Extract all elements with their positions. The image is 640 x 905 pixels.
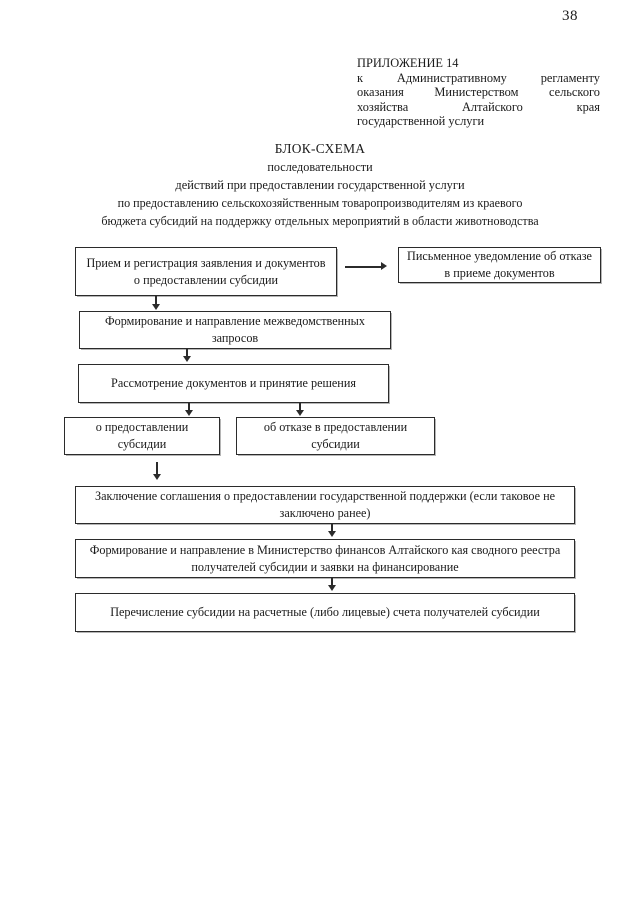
connector-intake-to-refusal [345,266,381,268]
connector-review-to-deny [299,403,301,411]
appendix-title: ПРИЛОЖЕНИЕ 14 [357,56,459,70]
arrowhead-review-to-deny [296,410,304,416]
flow-node-registry: Формирование и направление в Министерств… [75,539,575,578]
connector-intake-to-requests [155,296,157,305]
title-line-5: бюджета субсидий на поддержку отдельных … [101,214,539,228]
arrowhead-grant-to-agreement [153,474,161,480]
flow-node-refusal: Письменное уведомление об отказе в прием… [398,247,601,283]
document-title: БЛОК-СХЕМА последовательности действий п… [0,140,640,230]
flow-node-requests: Формирование и направление межведомствен… [79,311,391,349]
flow-node-agreement: Заключение соглашения о предоставлении г… [75,486,575,524]
flow-node-review: Рассмотрение документов и принятие решен… [78,364,389,403]
connector-grant-to-agreement [156,462,158,475]
title-line-1: БЛОК-СХЕМА [274,141,366,156]
connector-review-to-grant [188,403,190,411]
appendix-line-3: хозяйства Алтайского края [357,99,600,114]
appendix-line-2: оказания Министерством сельского [357,85,600,100]
flow-node-intake: Прием и регистрация заявления и документ… [75,247,337,296]
appendix-line-4: государственной услуги [357,114,485,129]
appendix-line-1: к Административному регламенту [357,70,600,85]
arrowhead-requests-to-review [183,356,191,362]
arrowhead-review-to-grant [185,410,193,416]
arrowhead-registry-to-transfer [328,585,336,591]
arrowhead-intake-to-requests [152,304,160,310]
arrowhead-agreement-to-registry [328,531,336,537]
flow-node-deny: об отказе в предоставлении субсидии [236,417,435,455]
page-number: 38 [562,8,578,24]
appendix-reference-block: ПРИЛОЖЕНИЕ 14 к Административному реглам… [357,56,600,129]
flow-node-grant: о предоставлении субсидии [64,417,220,455]
connector-requests-to-review [186,349,188,357]
connector-registry-to-transfer [331,578,333,586]
title-line-2: последовательности [267,160,373,174]
flow-node-transfer: Перечисление субсидии на расчетные (либо… [75,593,575,632]
title-line-3: действий при предоставлении государствен… [175,178,465,192]
connector-agreement-to-registry [331,524,333,532]
arrowhead-intake-to-refusal [381,262,387,270]
title-line-4: по предоставлению сельскохозяйственным т… [117,196,523,210]
